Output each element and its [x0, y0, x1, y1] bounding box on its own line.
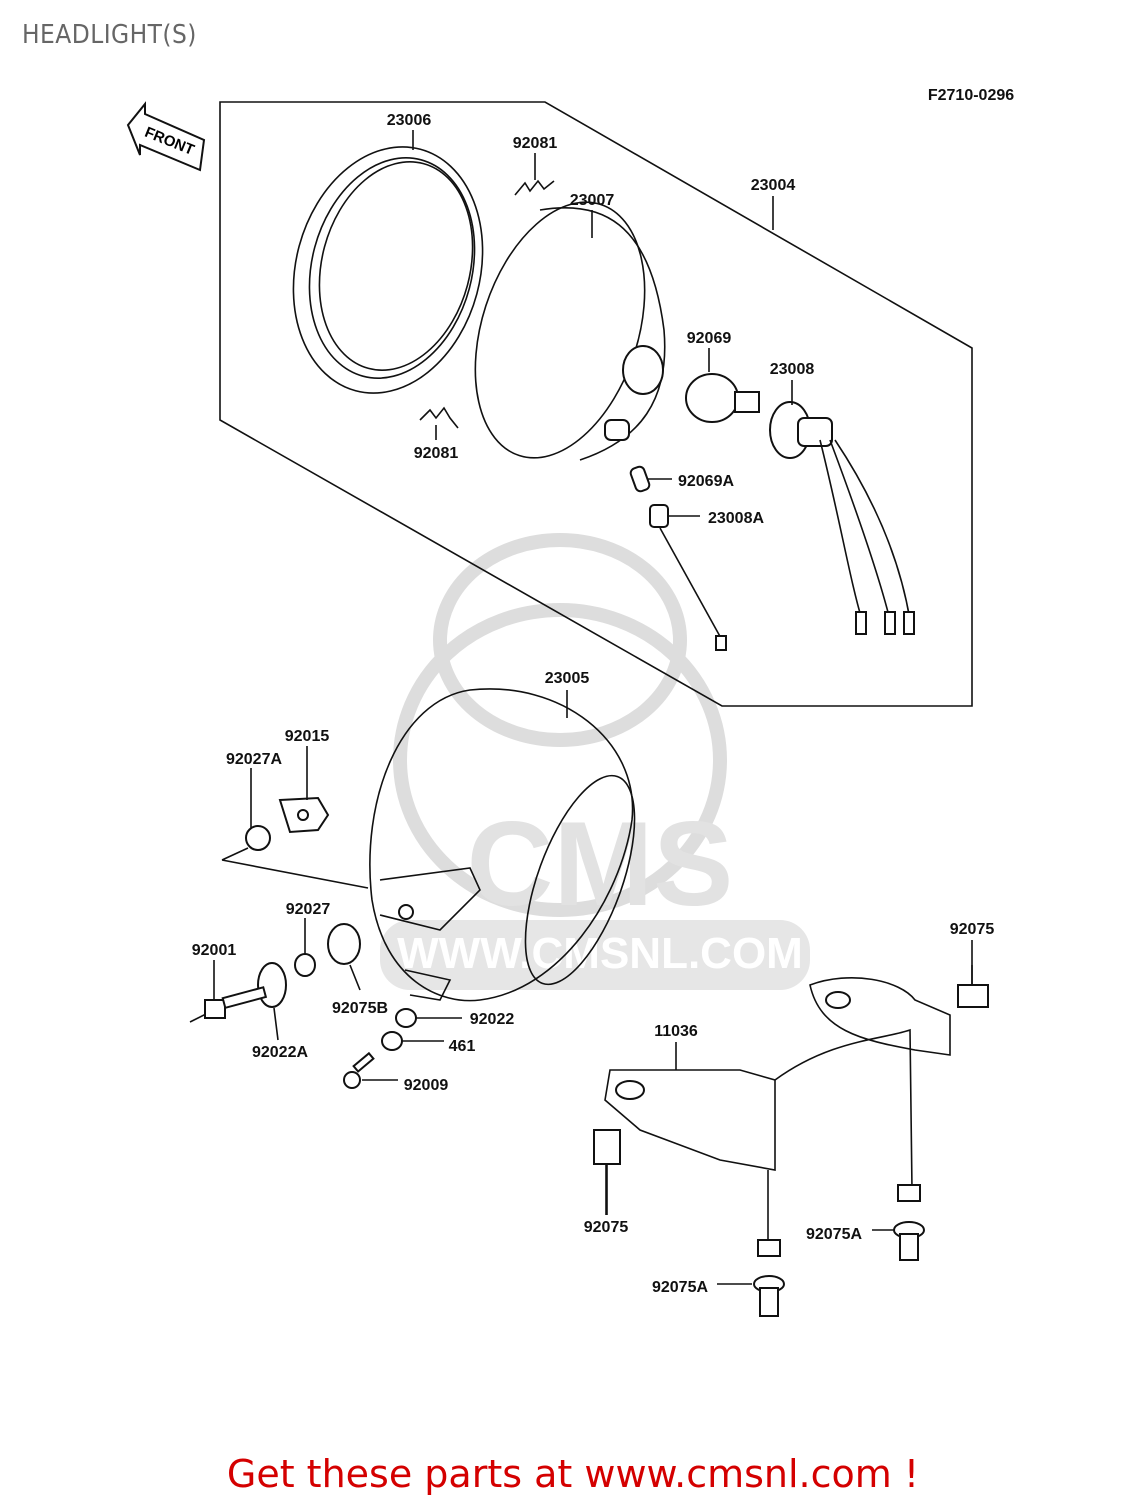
- reflector[interactable]: [445, 180, 675, 479]
- diagram-code: F2710-0296: [928, 87, 1014, 104]
- page-title: HEADLIGHT(S): [22, 20, 197, 50]
- damper-b[interactable]: [327, 923, 361, 965]
- label-11036[interactable]: 11036: [654, 1023, 698, 1040]
- spring-top[interactable]: [514, 179, 555, 196]
- label-92001[interactable]: 92001: [192, 942, 237, 959]
- label-23004[interactable]: 23004: [751, 177, 796, 194]
- socket[interactable]: [769, 401, 915, 635]
- front-arrow-icon: FRONT: [126, 101, 206, 172]
- headlight-housing[interactable]: [369, 688, 657, 1002]
- damper-a-bottom[interactable]: [753, 1239, 785, 1317]
- washer-a[interactable]: [257, 962, 287, 1008]
- rim-ring[interactable]: [267, 125, 509, 414]
- label-23008A[interactable]: 23008A: [708, 510, 764, 527]
- label-92069[interactable]: 92069: [687, 330, 732, 347]
- watermark-logo: CMS WWW.CMSNL.COM: [380, 533, 810, 990]
- label-92069A[interactable]: 92069A: [678, 473, 734, 490]
- spring-bottom[interactable]: [419, 406, 459, 429]
- nut[interactable]: [381, 1031, 403, 1051]
- bolt[interactable]: [189, 986, 268, 1023]
- label-23008[interactable]: 23008: [770, 361, 815, 378]
- label-92022[interactable]: 92022: [470, 1011, 515, 1028]
- label-23007[interactable]: 23007: [570, 192, 615, 209]
- stay-bracket[interactable]: [604, 977, 951, 1245]
- label-92015[interactable]: 92015: [285, 728, 330, 745]
- label-92075-left[interactable]: 92075: [584, 1219, 629, 1236]
- pilot-bulb[interactable]: [629, 465, 651, 493]
- washer[interactable]: [395, 1008, 417, 1028]
- label-92075A-right[interactable]: 92075A: [806, 1226, 862, 1243]
- label-461[interactable]: 461: [449, 1038, 476, 1055]
- damper-right[interactable]: [957, 965, 989, 1008]
- svg-text:CMS: CMS: [467, 797, 734, 931]
- screw[interactable]: [343, 1051, 375, 1089]
- label-23006[interactable]: 23006: [387, 112, 432, 129]
- label-23005[interactable]: 23005: [545, 670, 590, 687]
- collar-a[interactable]: [245, 825, 271, 851]
- bracket-plate[interactable]: [278, 796, 330, 834]
- label-92075B[interactable]: 92075B: [332, 1000, 388, 1017]
- label-92009[interactable]: 92009: [404, 1077, 449, 1094]
- collar[interactable]: [294, 953, 316, 977]
- label-92081-top[interactable]: 92081: [513, 135, 558, 152]
- label-92075-right[interactable]: 92075: [950, 921, 995, 938]
- label-92081-bottom[interactable]: 92081: [414, 445, 459, 462]
- label-92022A[interactable]: 92022A: [252, 1044, 308, 1061]
- headlamp-unit-outline: [219, 101, 973, 707]
- footer-link[interactable]: Get these parts at www.cmsnl.com !: [226, 1452, 920, 1496]
- label-92027[interactable]: 92027: [286, 901, 331, 918]
- label-92027A[interactable]: 92027A: [226, 751, 282, 768]
- damper-a-right[interactable]: [893, 1184, 925, 1261]
- leader-lines: [213, 130, 973, 1285]
- damper-left[interactable]: [593, 1129, 621, 1215]
- label-92075A-bottom[interactable]: 92075A: [652, 1279, 708, 1296]
- bulb[interactable]: [685, 373, 760, 423]
